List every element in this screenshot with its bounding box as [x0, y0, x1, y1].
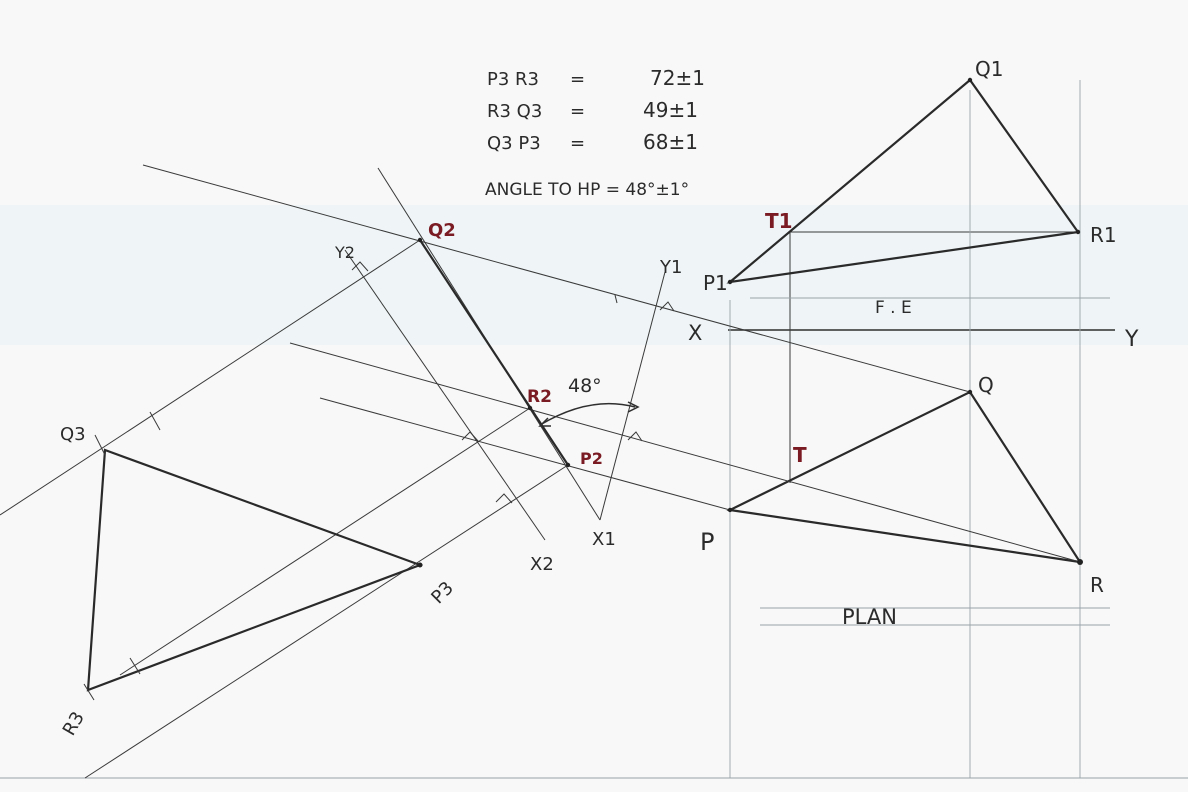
label-q: Q: [978, 373, 994, 397]
note-equals: =: [570, 133, 585, 154]
point-r1: [1075, 229, 1081, 235]
note-equals: =: [570, 101, 585, 122]
label-y2: Y2: [334, 243, 355, 262]
note-q3p3-value: 68±1: [643, 130, 698, 154]
note-r3q3-label: R3 Q3: [487, 101, 542, 122]
point-r2: [527, 405, 533, 411]
label-r: R: [1090, 573, 1104, 597]
label-p2: P2: [580, 449, 603, 468]
label-t1: T1: [765, 209, 793, 233]
tick-mark: [614, 294, 618, 304]
tick-mark: [83, 683, 95, 701]
point-q1: [967, 77, 973, 83]
label-q2: Q2: [428, 220, 456, 241]
label-q3: Q3: [60, 424, 86, 445]
label-p1: P1: [703, 271, 728, 295]
r-projector-to-aux: [289, 342, 1081, 563]
right-angle-mark: [659, 301, 675, 312]
plan-triangle: [726, 390, 1083, 564]
x2y2-line: [344, 249, 546, 541]
right-angle-mark: [627, 431, 643, 442]
x1y1-line: [599, 271, 666, 521]
tick-mark: [149, 411, 161, 431]
right-angle-mark: [351, 261, 369, 272]
paper-tint: [0, 205, 1188, 345]
label-x1: X1: [592, 529, 616, 550]
point-p: [727, 507, 733, 513]
label-r3: R3: [59, 708, 89, 739]
point-p3: [417, 562, 423, 568]
label-p: P: [700, 528, 714, 556]
q2-q3-projector: [0, 239, 421, 516]
note-p3r3-label: P3 R3: [487, 69, 539, 90]
q-projector-to-aux: [142, 164, 971, 393]
point-q: [967, 389, 973, 395]
tick-mark: [129, 657, 141, 675]
label-plan: PLAN: [842, 605, 897, 629]
true-shape-triangle: [86, 448, 424, 692]
note-r3q3-value: 49±1: [643, 98, 698, 122]
angle-arrow-right: [627, 401, 640, 413]
elevation-triangle: [726, 78, 1080, 284]
angle-arc: [539, 402, 636, 426]
label-y1: Y1: [659, 257, 682, 278]
point-q2: [417, 237, 423, 243]
right-angle-mark: [495, 493, 513, 504]
label-y: Y: [1124, 327, 1139, 352]
p2-p3-projector: [84, 464, 569, 779]
r2-r3-projector: [119, 407, 531, 676]
point-r: [1077, 559, 1083, 565]
angle-arrow-left: [538, 417, 551, 427]
label-x2: X2: [530, 554, 554, 575]
note-p3r3-value: 72±1: [650, 66, 705, 90]
label-q1: Q1: [975, 57, 1003, 81]
right-angle-mark: [461, 431, 479, 442]
label-x: X: [688, 321, 702, 345]
note-q3p3-label: Q3 P3: [487, 133, 541, 154]
label-r1: R1: [1090, 223, 1117, 247]
label-front-elevation: F . E: [875, 298, 912, 318]
label-r2: R2: [527, 387, 552, 407]
point-p2: [565, 462, 571, 468]
edge-view-segment: [419, 239, 569, 466]
point-p1: [727, 279, 733, 285]
note-equals: =: [570, 69, 585, 90]
label-angle-48: 48°: [568, 375, 602, 397]
p-projector-to-aux: [319, 397, 731, 511]
label-p3: P3: [427, 578, 458, 609]
label-t: T: [793, 443, 807, 467]
note-angle-to-hp: ANGLE TO HP = 48°±1°: [485, 180, 689, 200]
tick-mark: [94, 434, 106, 456]
